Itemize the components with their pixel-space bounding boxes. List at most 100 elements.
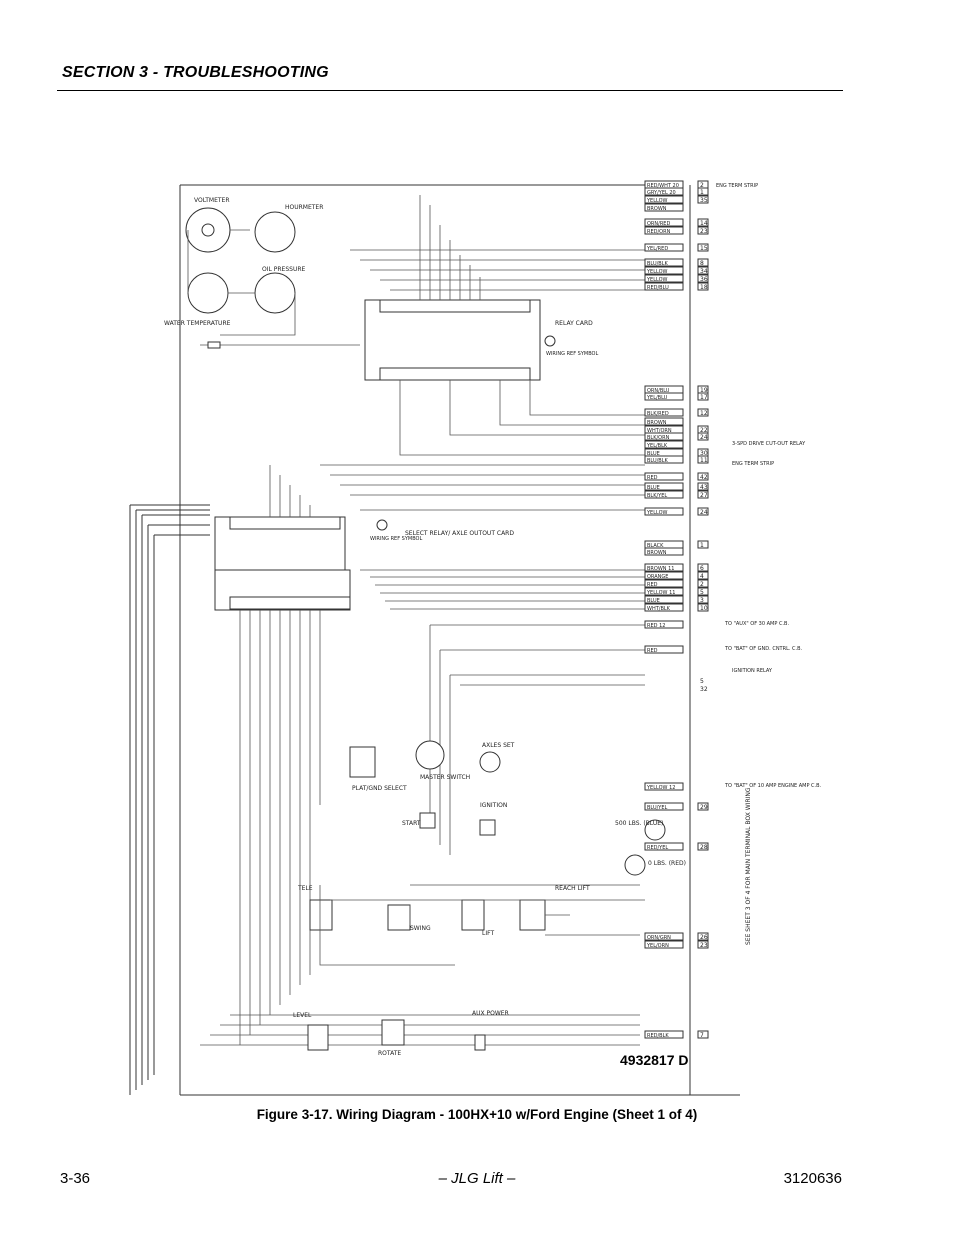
terminal-number: 30 [700,450,708,457]
terminal-number-box [697,258,709,267]
terminal-number: 14 [700,220,708,227]
page-number: 3-36 [60,1170,91,1187]
terminal-number-box [697,540,709,549]
terminal-number: 3 [700,597,704,604]
terminal-number: 34 [700,268,708,275]
terminal-number: 1 [700,542,704,549]
terminal-number: 24 [700,434,708,441]
terminal-wire-label: GRY/YEL 20 [647,190,676,196]
ignition-label: IGNITION [480,802,507,809]
terminal-number: 29 [700,804,708,811]
terminal-wire-label: YELLOW [646,269,668,275]
terminal-wire-box [644,842,684,851]
terminal-number-box [697,455,709,464]
terminal-wire-label: YELLOW [646,277,668,283]
terminal-wire-label: RED/BLK [647,1033,669,1039]
terminal-number: 23 [700,228,708,235]
terminal-number: 35 [700,197,708,204]
terminal-wire-box [644,266,684,275]
right-note-term-5: 5 [700,678,704,685]
terminal-wire-label: WHT/ORN [647,428,672,434]
terminal-number: 17 [700,394,708,401]
terminal-wire-box [644,218,684,227]
terminal-wire-label: RED [647,582,658,588]
wiring-ref-label-2: WIRING REF SYMBOL [370,536,422,542]
terminal-number: 27 [700,492,708,499]
water-temp-gauge: WATER TEMPERATURE [164,272,231,327]
terminal-number: 5 [700,589,704,596]
terminal-number: 26 [700,934,708,941]
terminal-wire-label: BLUE [647,485,660,491]
lbs-0-label: 0 LBS. (RED) [648,860,686,867]
hourmeter-label: HOURMETER [285,204,323,211]
terminal-wire-label: RED/YEL [647,845,668,851]
terminal-number: 28 [700,844,708,851]
lbs-500-label: 500 LBS. (BLUE) [615,820,663,827]
terminal-wire-box [644,472,684,481]
terminal-wire-box [644,187,684,196]
terminal-number-box [697,595,709,604]
terminal-wire-label: BROWN [647,206,667,212]
terminal-wire-box [644,455,684,464]
terminal-number-box [697,195,709,204]
terminal-number-box [697,842,709,851]
terminal-wire-box [644,802,684,811]
terminal-number-box [697,932,709,941]
terminal-wire-box [644,195,684,204]
reach-lift-label: REACH LIFT [555,885,590,892]
terminal-number-box [697,472,709,481]
oil-pressure-gauge: OIL PRESSURE [254,266,305,314]
terminal-number-box [697,571,709,580]
terminal-number-box [697,1030,709,1039]
terminal-number: 1 [700,189,704,196]
aux-power-label: AUX POWER [472,1010,509,1017]
oil-pressure-label: OIL PRESSURE [262,266,305,273]
terminal-number-box [697,432,709,441]
joystick-blocks: TELE SWING LIFT REACH LIFT LEVEL ROTATE … [293,885,590,1057]
terminal-number: 11 [700,457,708,464]
terminal-number-box [697,507,709,516]
terminal-wire-label: YELLOW [646,510,668,516]
terminal-wire-box [644,243,684,252]
swing-label: SWING [410,925,431,932]
side-note: SEE SHEET 3 OF 4 FOR MAIN TERMINAL BOX W… [745,787,752,945]
terminal-wire-box [644,1030,684,1039]
terminal-number-box [697,392,709,401]
terminal-wire-box [644,482,684,491]
right-note-to-ignition-relay: IGNITION RELAY [732,668,773,674]
terminal-wire-box [644,940,684,949]
section-title: SECTION 3 - TROUBLESHOOTING [62,64,329,81]
terminal-number: 18 [700,284,708,291]
terminal-wire-label: BLK/RED [647,411,669,417]
terminal-number: 23 [700,942,708,949]
terminal-wire-label: RED 12 [647,623,665,629]
terminal-wire-box [644,620,684,629]
terminal-wire-label: YELLOW 11 [646,590,675,596]
terminal-number-box [697,243,709,252]
terminal-wire-box [644,258,684,267]
right-note-eng-strip-2: ENG TERM STRIP [732,461,774,467]
right-note-term-32: 32 [700,686,708,693]
terminal-number-box [697,408,709,417]
terminal-wire-label: ORN/RED [647,221,670,227]
terminal-wire-label: BLU/YEL [647,805,668,811]
terminal-wire-box [644,603,684,612]
axles-set-label: AXLES SET [482,742,515,749]
ignition-start: START IGNITION [402,802,507,836]
terminal-number: 43 [700,484,708,491]
load-sensors: 500 LBS. (BLUE) 0 LBS. (RED) [615,819,686,876]
hourmeter-gauge: HOURMETER [254,204,323,253]
right-note-eng-strip-1: ENG TERM STRIP [716,183,758,189]
terminal-number-box [697,187,709,196]
terminal-wire-box [644,645,684,654]
terminal-number-box [697,490,709,499]
terminal-wire-box [644,226,684,235]
plat-gnd-label: PLAT/GND SELECT [352,785,407,792]
terminal-wire-box [644,595,684,604]
terminal-wire-label: RED [647,475,658,481]
terminal-wire-box [644,571,684,580]
terminal-number: 4 [700,573,704,580]
terminal-wire-box [644,440,684,449]
wiring-diagram: VOLTMETER HOURMETER WATER TEMPERATURE OI… [129,180,822,1096]
